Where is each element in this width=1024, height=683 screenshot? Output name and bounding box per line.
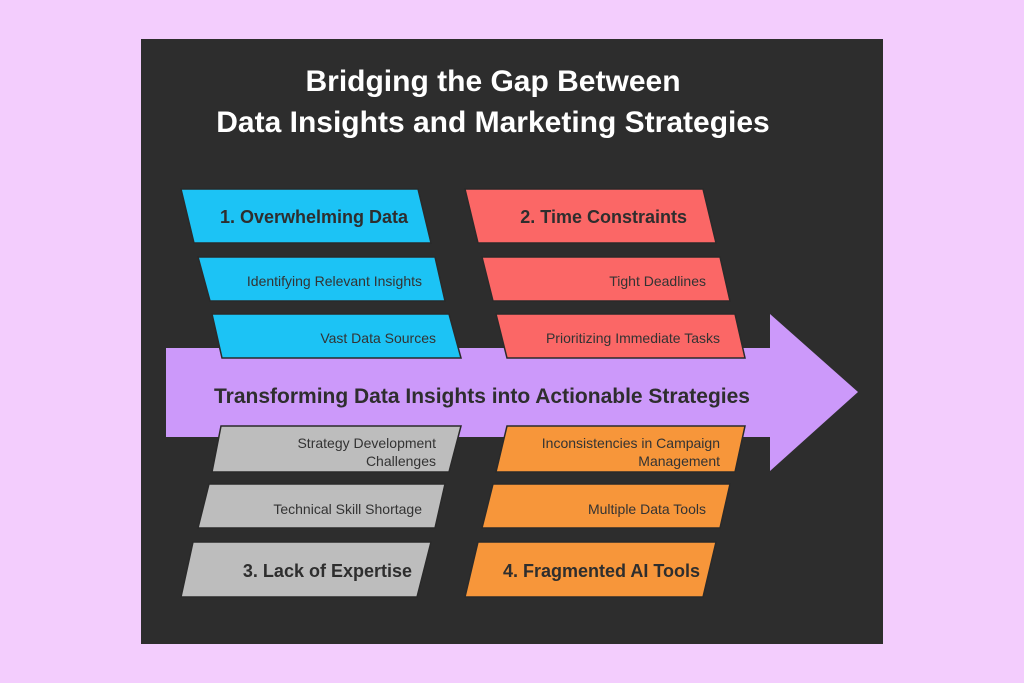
category-4-item-2-box xyxy=(481,483,731,529)
category-1-item-2: Vast Data Sources xyxy=(320,330,436,346)
category-4-item-1-box xyxy=(495,425,746,473)
category-3-item-2: Technical Skill Shortage xyxy=(273,501,422,517)
category-1-heading-box xyxy=(180,188,432,244)
category-2-item-1: Tight Deadlines xyxy=(609,273,706,289)
category-4-heading-box xyxy=(464,541,717,598)
category-1-item-1: Identifying Relevant Insights xyxy=(247,273,422,289)
category-2-heading: 2. Time Constraints xyxy=(520,207,687,227)
category-3-heading: 3. Lack of Expertise xyxy=(243,561,412,581)
category-1-item-2-box xyxy=(211,313,462,359)
title-line-1: Bridging the Gap Between xyxy=(305,65,680,98)
category-4-item-1-line-1: Inconsistencies in Campaign xyxy=(542,435,720,451)
category-4-item-2: Multiple Data Tools xyxy=(588,501,706,517)
category-2-item-2: Prioritizing Immediate Tasks xyxy=(546,330,720,346)
category-3-item-1-line-1: Strategy Development xyxy=(297,435,436,451)
central-arrow-label: Transforming Data Insights into Actionab… xyxy=(214,385,750,408)
category-3-item-1-line-2: Challenges xyxy=(366,453,436,469)
category-2-heading-box xyxy=(464,188,717,244)
category-4-item-1-line-2: Management xyxy=(638,453,720,469)
category-3-item-1-box xyxy=(211,425,462,473)
title-line-2: Data Insights and Marketing Strategies xyxy=(216,106,769,139)
category-2-item-1-box xyxy=(481,256,731,302)
category-4-heading: 4. Fragmented AI Tools xyxy=(503,561,700,581)
category-3-item-2-box xyxy=(197,483,446,529)
category-1-item-1-box xyxy=(197,256,446,302)
category-2-item-2-box xyxy=(495,313,746,359)
category-1-heading: 1. Overwhelming Data xyxy=(220,207,409,227)
category-3-heading-box xyxy=(180,541,432,598)
